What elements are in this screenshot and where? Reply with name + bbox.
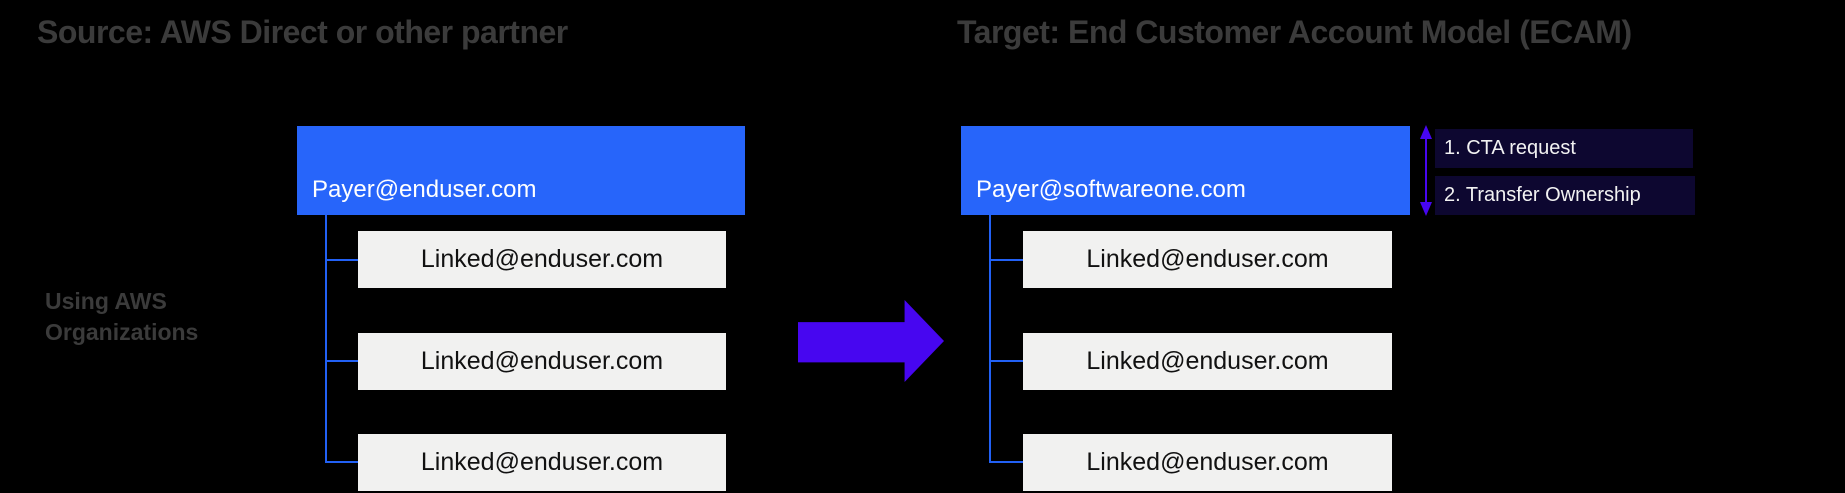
target-section-title: Target: End Customer Account Model (ECAM…	[957, 14, 1632, 50]
target-org-branch-connector	[989, 259, 1024, 261]
target-org-branch-connector	[989, 461, 1024, 463]
source-org-branch-connector	[325, 461, 359, 463]
target-payer-account-box: Payer@softwareone.com	[961, 126, 1410, 215]
target-payer-account-label: Payer@softwareone.com	[976, 176, 1246, 203]
target-org-tree-connector	[989, 215, 991, 463]
step-1-cta-request-label: 1. CTA request	[1435, 129, 1693, 168]
target-linked-account-box: Linked@enduser.com	[1023, 231, 1392, 288]
target-org-branch-connector	[989, 360, 1024, 362]
source-payer-account-label: Payer@enduser.com	[312, 176, 537, 203]
source-org-tree-connector	[325, 215, 327, 463]
source-payer-account-box: Payer@enduser.com	[297, 126, 745, 215]
source-linked-account-box: Linked@enduser.com	[358, 333, 726, 390]
bidirectional-arrow-icon	[1420, 125, 1432, 216]
source-linked-account-box: Linked@enduser.com	[358, 231, 726, 288]
target-linked-account-box: Linked@enduser.com	[1023, 333, 1392, 390]
using-aws-organizations-label: Using AWS Organizations	[45, 288, 199, 345]
target-linked-account-box: Linked@enduser.com	[1023, 434, 1392, 491]
source-section-title: Source: AWS Direct or other partner	[37, 14, 568, 50]
source-org-branch-connector	[325, 259, 359, 261]
source-org-branch-connector	[325, 360, 359, 362]
migration-arrow-icon	[798, 300, 944, 382]
step-2-transfer-ownership-label: 2. Transfer Ownership	[1435, 176, 1695, 215]
source-linked-account-box: Linked@enduser.com	[358, 434, 726, 491]
